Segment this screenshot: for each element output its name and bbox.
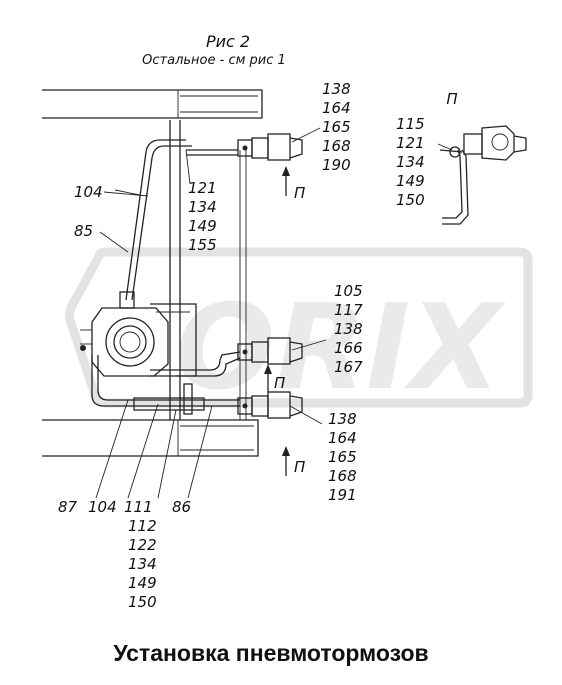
callout-group-top-left: 121 134 149 155: [188, 179, 217, 254]
air-pipes: [91, 139, 241, 407]
callout-label: 166: [334, 339, 363, 357]
callout-label: 112: [128, 517, 157, 535]
callout-label: 165: [322, 118, 351, 136]
callout-label: 121: [396, 134, 425, 152]
callout-label: 149: [128, 574, 157, 592]
lower-valve: [237, 391, 303, 419]
callout-label: 86: [172, 498, 191, 516]
callout-label: 87: [58, 498, 78, 516]
callout-label: 104: [88, 498, 117, 516]
callout-label: 85: [74, 222, 93, 240]
figure-number: Рис 2: [206, 32, 250, 51]
callout-label: 149: [396, 172, 425, 190]
callout-label: 149: [188, 217, 217, 235]
callout-label: 155: [188, 236, 217, 254]
callout-label: 104: [74, 183, 103, 201]
caption: Установка пневмотормозов: [113, 640, 428, 666]
view-arrow-upper-label: П: [294, 184, 305, 202]
callout-group-top-right: 138 164 165 168 190: [322, 80, 351, 174]
callout-label: 164: [328, 429, 357, 447]
callout-label: 164: [322, 99, 351, 117]
view-arrow-upper: П: [282, 166, 305, 202]
callout-label: 138: [328, 410, 357, 428]
callout-label: 134: [128, 555, 157, 573]
callout-label: 167: [334, 358, 363, 376]
callout-group-inset: 115 121 134 149 150: [396, 115, 425, 209]
middle-valve: [237, 337, 303, 365]
callout-label: 122: [128, 536, 157, 554]
callout-label: 121: [188, 179, 217, 197]
callout-label: 138: [334, 320, 363, 338]
callout-group-bottom-right: 138 164 165 168 191: [328, 410, 357, 504]
view-arrow-lower: П: [282, 446, 305, 476]
inset-view-label: П: [446, 90, 457, 108]
callout-group-bottom-stack: 111 112 122 134 149 150: [124, 498, 157, 611]
callout-label: 111: [124, 498, 153, 516]
callout-label: 168: [322, 137, 351, 155]
upper-valve: [237, 133, 303, 161]
watermark-text: ORIX: [175, 278, 506, 416]
lower-frame-rail: [42, 419, 259, 457]
leader-lines: [95, 127, 453, 499]
inset-view: П: [439, 90, 527, 225]
figure-note: Остальное - см рис 1: [142, 53, 286, 68]
callout-label: 150: [396, 191, 425, 209]
brake-chamber: [80, 291, 197, 377]
view-arrow-lower-label: П: [294, 458, 305, 476]
callout-label: 134: [188, 198, 217, 216]
callout-label: 105: [334, 282, 363, 300]
callout-label: 191: [328, 486, 357, 504]
callout-label: 134: [396, 153, 425, 171]
callout-label: 165: [328, 448, 357, 466]
callout-label: 150: [128, 593, 157, 611]
callout-label: 117: [334, 301, 363, 319]
callout-label: 115: [396, 115, 425, 133]
callout-label: 138: [322, 80, 351, 98]
callout-label: 168: [328, 467, 357, 485]
callout-group-middle-right: 105 117 138 166 167: [334, 282, 363, 376]
view-arrow-middle-label: П: [274, 374, 285, 392]
callout-label: 190: [322, 156, 351, 174]
view-arrow-middle: П: [264, 364, 285, 392]
upper-frame-rail: [42, 89, 263, 119]
watermark-logo: ORIX: [65, 247, 533, 416]
clamp-bracket: [133, 383, 205, 415]
